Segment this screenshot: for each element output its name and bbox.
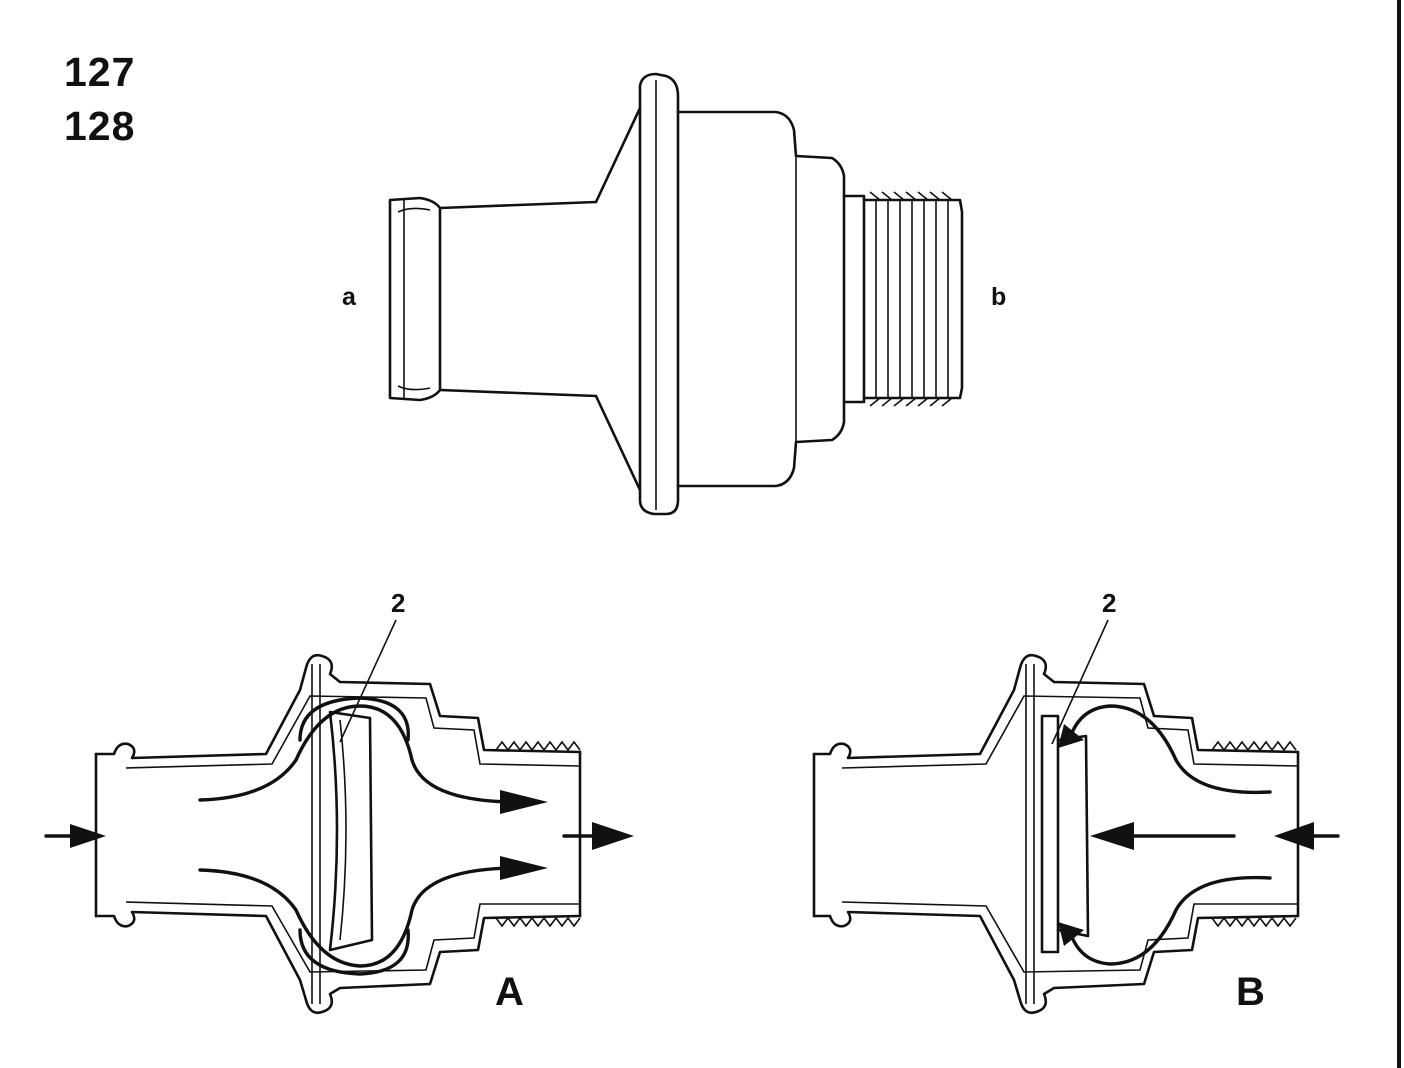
figure-number-2: 128 [64, 103, 136, 149]
section-a-external-arrows [44, 822, 634, 850]
section-b-callout-number: 2 [1102, 588, 1117, 618]
port-label-b: b [991, 283, 1007, 311]
section-a-callout-number: 2 [391, 588, 406, 618]
section-b-housing [812, 653, 1300, 1015]
section-view-b [812, 619, 1340, 1015]
inlet-nipple [388, 196, 598, 402]
section-a-valve-plate [328, 710, 374, 952]
section-b-valve-plate [1040, 714, 1090, 954]
flange-rim [638, 72, 680, 516]
section-b-flow-paths [1058, 704, 1272, 966]
view-label-a: A [495, 970, 524, 1014]
page-right-border [1397, 0, 1401, 1068]
view-label-b: B [1236, 970, 1265, 1014]
conical-body [594, 106, 642, 492]
section-b-callout-leader [1051, 619, 1109, 745]
main-housing [676, 110, 866, 488]
valve-exterior-view [388, 72, 964, 516]
section-a-callout-leader [339, 619, 397, 743]
section-a-flow-paths [198, 696, 548, 976]
port-label-a: a [342, 283, 356, 311]
section-view-a [44, 619, 634, 1015]
figure-number-1: 127 [64, 49, 136, 95]
threaded-end [862, 191, 964, 407]
section-b-external-arrow [1274, 822, 1340, 850]
